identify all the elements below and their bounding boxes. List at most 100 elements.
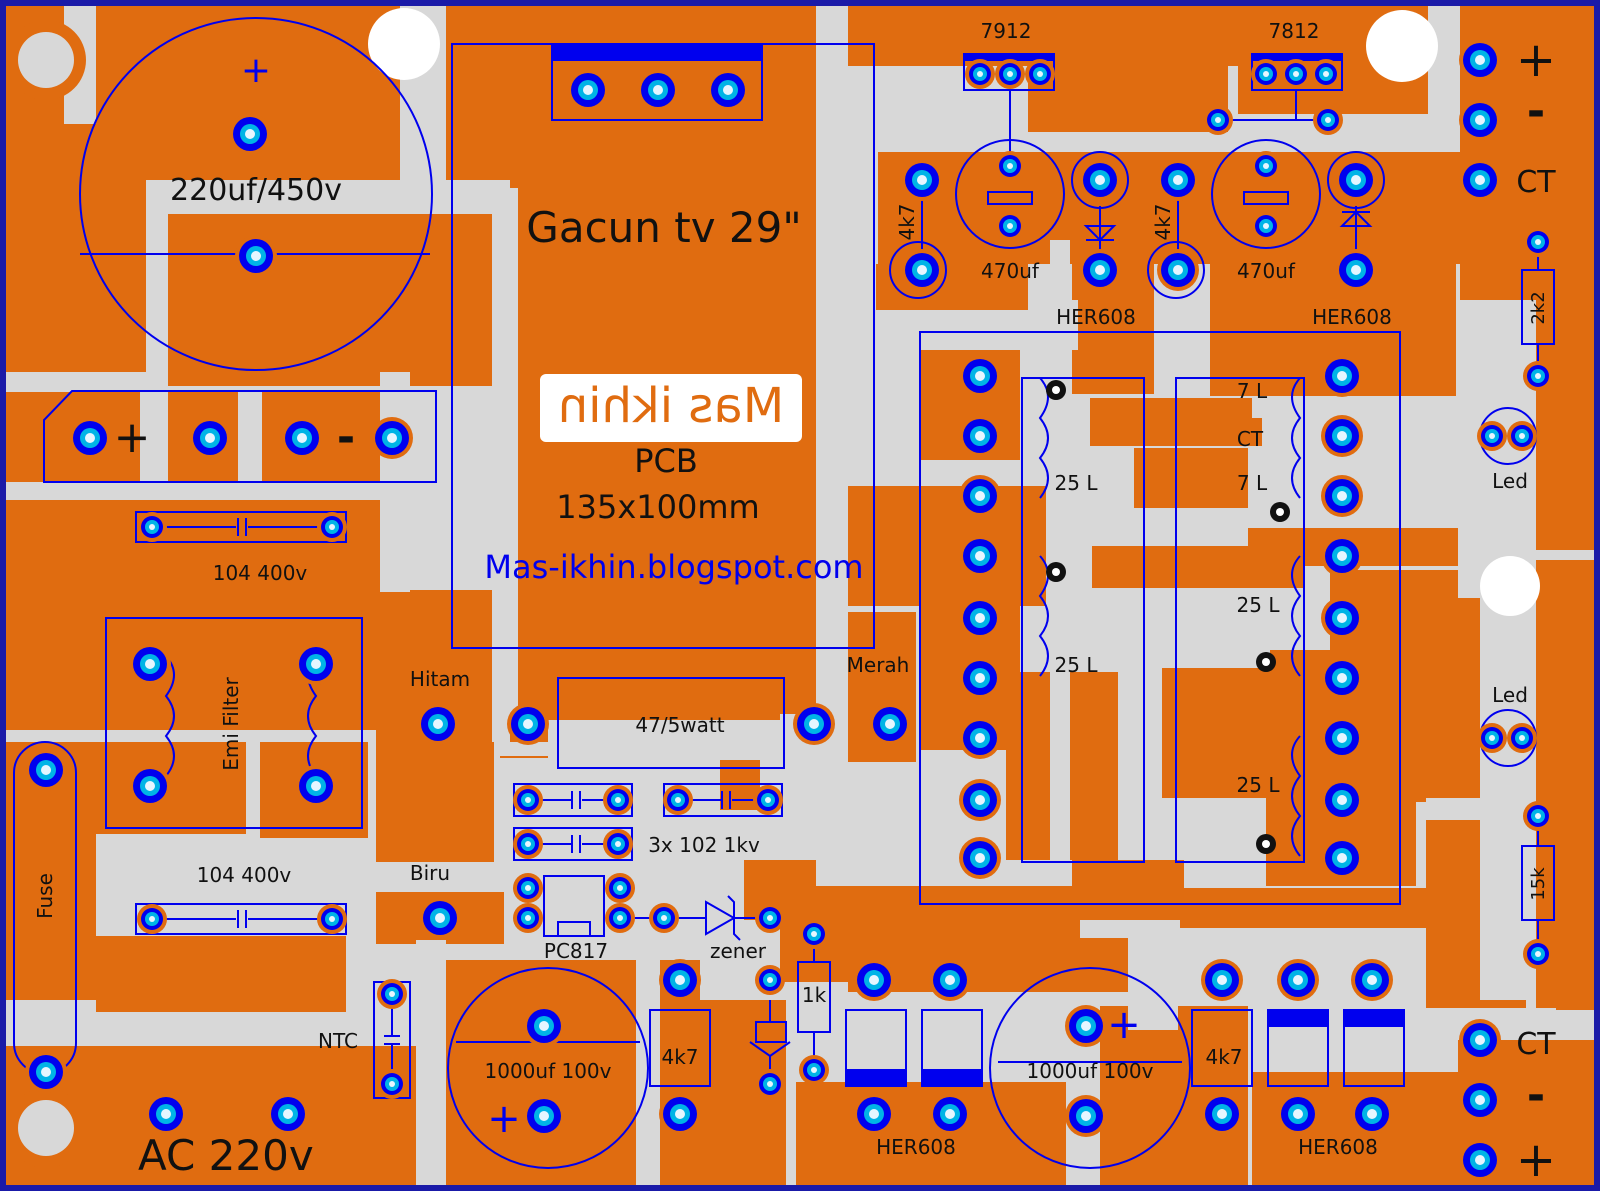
solder-pad [1507,723,1537,753]
winding-25l-right-b: 25 L [1237,773,1281,797]
cap-main-plus: + [241,50,271,91]
solder-pad [1203,105,1233,135]
solder-pad [507,703,549,745]
solder-pad [513,903,543,933]
cap-main-label: 220uf/450v [170,173,342,208]
winding-25l-left-a: 25 L [1055,471,1099,495]
solder-pad [959,597,1001,639]
solder-pad [129,643,171,685]
biru-label: Biru [410,861,450,885]
solder-pad [419,897,461,939]
cap-104-bottom-label: 104 400v [197,863,292,887]
solder-pad [995,151,1025,181]
cap-1000-left-plus: + [487,1096,521,1142]
solder-pad [1335,249,1377,291]
fuse-label: Fuse [33,873,57,919]
solder-pad [1321,475,1363,517]
ntc-label: NTC [318,1029,358,1053]
solder-pad [1321,415,1363,457]
solder-pad [1459,1079,1501,1121]
hitam-label: Hitam [410,667,470,691]
her608-top-right-label: HER608 [1312,305,1392,329]
solder-pad [417,703,459,745]
led-top-label: Led [1492,469,1528,493]
winding-7l-b: 7 L [1237,471,1268,495]
solder-pad [1335,159,1377,201]
her608-top-left-label: HER608 [1056,305,1136,329]
cap-470-left-outline [955,139,1065,249]
solder-pad [1079,159,1121,201]
pads-layer [25,39,1553,1181]
mounting-holes [6,8,1540,1168]
solder-pad [649,903,679,933]
solder-pad [1321,535,1363,577]
out-top-ct: CT [1516,165,1556,200]
solder-pad [755,903,785,933]
copper-layer [6,6,1594,1185]
res-4k7-top-b-label: 4k7 [1151,203,1175,240]
watermark-text: Mas ikhin [558,378,784,434]
zener-label: zener [710,939,767,963]
solder-pad [965,59,995,89]
solder-pad [377,979,407,1009]
cap-470-right-label: 470uf [1237,259,1296,283]
out-bottom-plus: + [1516,1132,1556,1188]
solder-pad [137,512,167,542]
solder-pad [901,249,943,291]
solder-pad [1523,939,1553,969]
solder-pad [901,159,943,201]
text-layer: Gacun tv 29" Mas ikhin PCB 135x100mm Mas… [33,19,1556,1188]
solder-pad [371,417,413,459]
solder-pad [567,69,609,111]
her608-bottom-right-label: HER608 [1298,1135,1378,1159]
res-1k-label: 1k [802,983,827,1007]
solder-pad [137,904,167,934]
title-pcb: PCB [634,442,698,480]
solder-pad [1459,1139,1501,1181]
solder-pad [1523,801,1553,831]
mounting-hole [1480,556,1540,616]
solder-pad [707,69,749,111]
solder-pad [1351,959,1393,1001]
solder-pad [1313,105,1343,135]
solder-pad [1477,723,1507,753]
cap-main-outline [79,17,433,371]
bridge-minus: - [337,412,355,463]
watermark-box [540,374,802,442]
solder-pad [377,1069,407,1099]
solder-pad [959,837,1001,879]
solder-pad [523,1005,565,1047]
cap-1000-right-outline [989,967,1191,1169]
emi-filter-label: Emi Filter [219,676,243,770]
cap-1000-right-plus: + [1107,1002,1141,1048]
cap-470-right-outline [1211,139,1321,249]
cap-104-top-label: 104 400v [213,561,308,585]
winding-7l-a: 7 L [1237,379,1268,403]
res-4k7-left-label: 4k7 [661,1045,698,1069]
solder-pad [1277,1093,1319,1135]
solder-pad [959,415,1001,457]
res-4k7-right-outline [1191,1009,1253,1087]
out-bottom-ct: CT [1516,1027,1556,1062]
solder-pad [605,903,635,933]
solder-pad [1321,355,1363,397]
solder-pad [799,919,829,949]
solder-pad [1459,39,1501,81]
solder-pad [1321,597,1363,639]
solder-pad [235,235,277,277]
solder-pad [959,355,1001,397]
solder-pad [1065,1005,1107,1047]
pin-markers [1046,380,1290,854]
title-url: Mas-ikhin.blogspot.com [484,548,863,586]
solder-pad [1507,421,1537,451]
solder-pad [755,965,785,995]
solder-pad [659,959,701,1001]
res-47-outline [557,677,785,769]
solder-pad [995,59,1025,89]
solder-pad [1065,1095,1107,1137]
winding-ct: CT [1237,427,1264,451]
title-main: Gacun tv 29" [526,203,801,252]
cap-1000-right-label: 1000uf 100v [1027,1059,1154,1083]
winding-right-outline [1175,377,1305,863]
